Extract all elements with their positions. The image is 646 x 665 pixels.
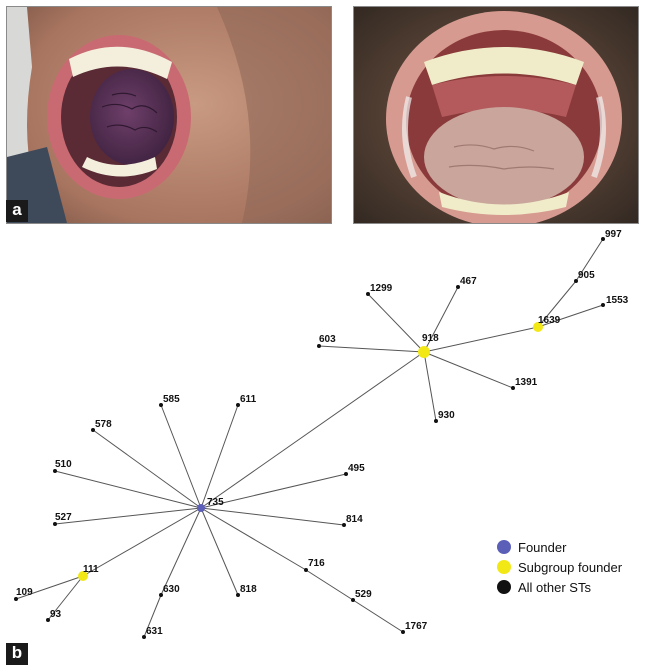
node-label-1299: 1299 [370,283,393,294]
node-label-631: 631 [146,626,163,637]
edge-716-529 [306,570,353,600]
node-label-716: 716 [308,558,325,569]
edge-918-930 [424,352,436,421]
legend: Founder Subgroup founder All other STs [497,540,623,595]
node-label-905: 905 [578,270,595,281]
node-label-495: 495 [348,463,365,474]
node-label-578: 578 [95,419,112,430]
node-label-1553: 1553 [606,295,629,306]
mouth-photo-illustration [7,7,331,223]
edge-735-578 [93,430,201,508]
node-label-1767: 1767 [405,621,428,632]
node-1553 [601,303,605,307]
edge-529-1767 [353,600,403,632]
node-735 [197,504,205,512]
node-label-529: 529 [355,589,372,600]
node-label-918: 918 [422,333,439,344]
edge-735-630 [161,508,201,595]
edge-735-510 [55,471,201,508]
node-label-630: 630 [163,584,180,595]
node-label-735: 735 [207,497,224,508]
legend-founder-label: Founder [518,540,567,555]
node-label-111: 111 [83,564,99,575]
panel-b-label: b [6,643,28,665]
edge-918-1391 [424,352,513,388]
edge-735-818 [201,508,238,595]
open-mouth-photo-illustration [354,7,638,223]
legend-subgroup-founder-swatch [497,560,511,574]
legend-founder-swatch [497,540,511,554]
edge-735-918 [201,352,424,508]
edge-918-1299 [368,294,424,352]
edge-735-527 [55,508,201,524]
node-label-930: 930 [438,410,455,421]
node-label-818: 818 [240,584,257,595]
edge-735-611 [201,405,238,508]
node-label-585: 585 [163,394,180,405]
legend-subgroup-founder-label: Subgroup founder [518,560,623,575]
node-label-93: 93 [50,609,62,620]
network-edges [16,239,603,637]
edge-735-814 [201,508,344,525]
node-label-1639: 1639 [538,315,561,326]
node-label-1391: 1391 [515,377,538,388]
node-918 [418,346,430,358]
node-label-109: 109 [16,587,33,598]
node-label-527: 527 [55,512,72,523]
edge-918-603 [319,346,424,352]
network-nodes [14,237,605,639]
photo-tongue-lesion [6,6,332,224]
legend-other-swatch [497,580,511,594]
st-network-diagram: 735 918 1639 111 997 905 1553 1299 467 603 1391 930… [0,225,646,665]
node-label-467: 467 [460,276,477,287]
network-labels: 735 918 1639 111 997 905 1553 1299 467 603 1391 930… [16,229,629,637]
edge-735-716 [201,508,306,570]
panel-a-label: a [6,200,28,222]
legend-other-label: All other STs [518,580,591,595]
edge-918-1639 [424,327,538,352]
photo-palate-lesion [353,6,639,224]
node-label-611: 611 [240,394,257,405]
node-label-510: 510 [55,459,72,470]
node-label-814: 814 [346,514,363,525]
edge-735-111 [83,508,201,576]
node-label-997: 997 [605,229,622,240]
edge-735-585 [161,405,201,508]
node-label-603: 603 [319,334,336,345]
